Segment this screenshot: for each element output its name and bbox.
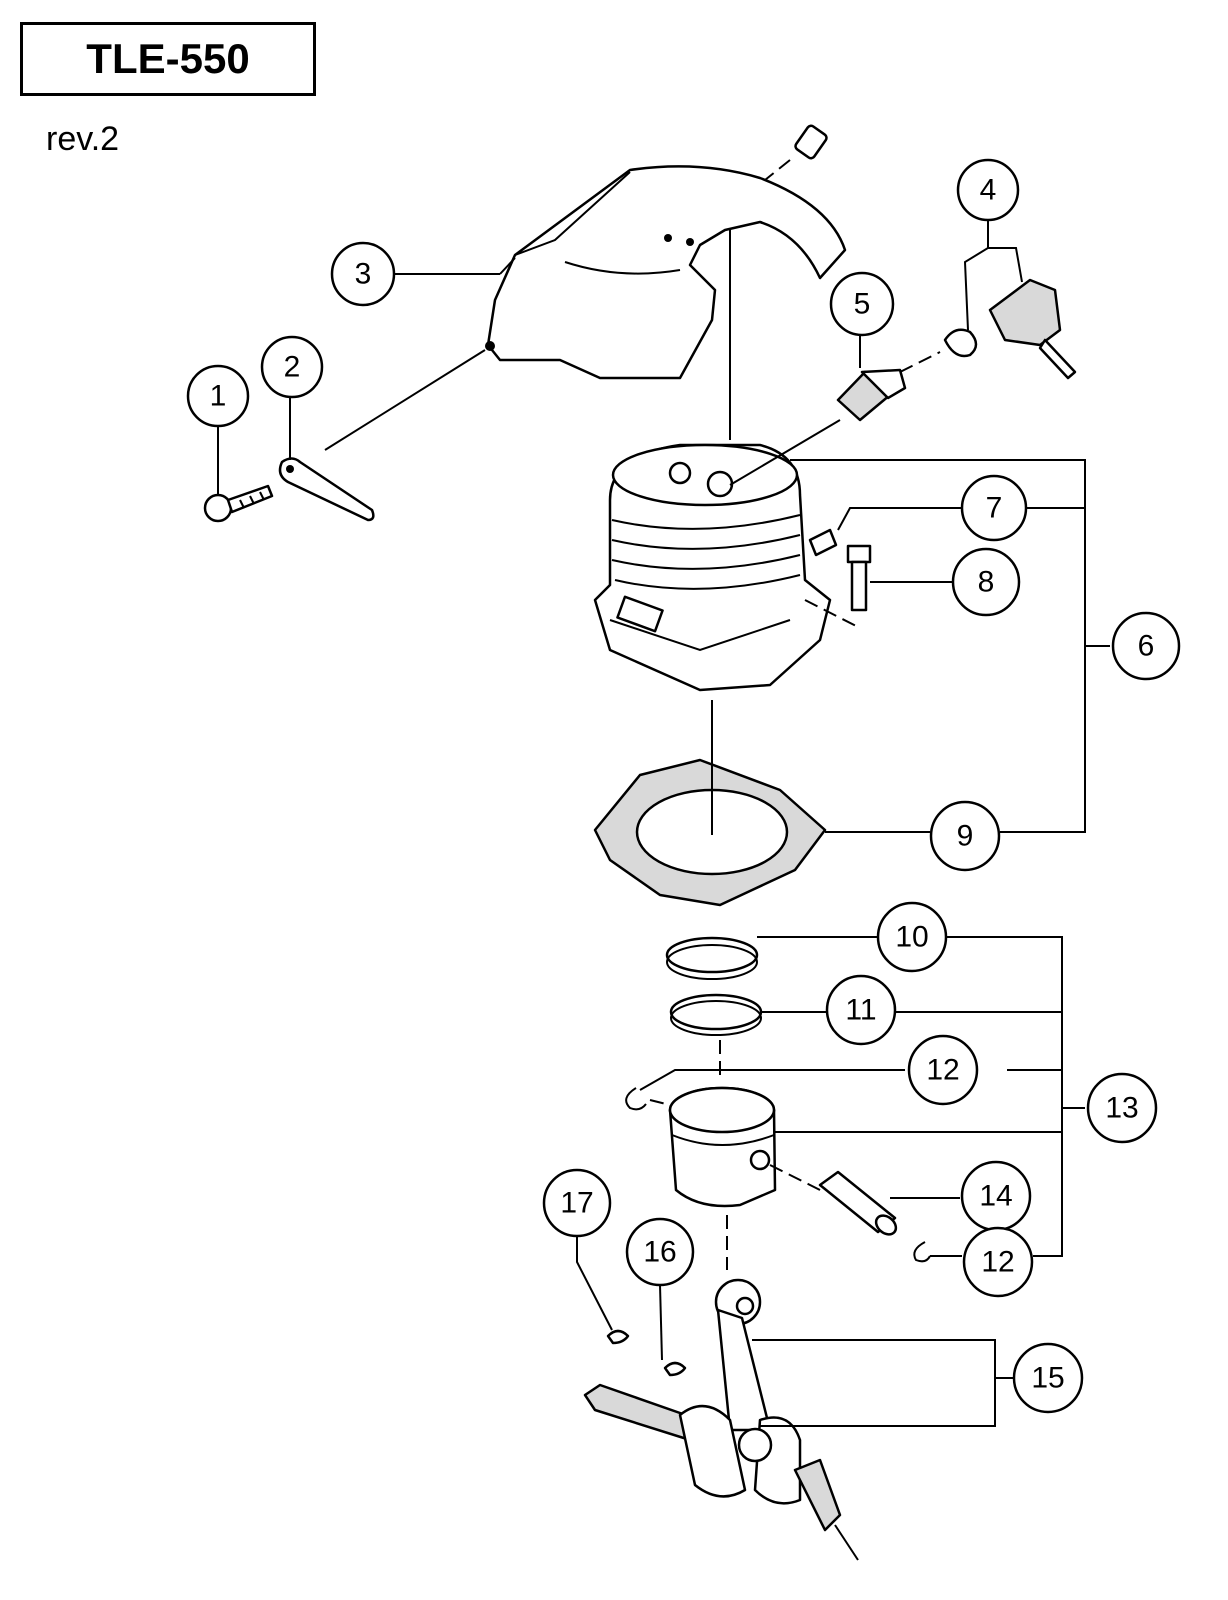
svg-text:15: 15 — [1031, 1362, 1064, 1395]
svg-text:12: 12 — [981, 1246, 1014, 1279]
callout-7: 7 — [960, 474, 1028, 542]
piston-pin-drawing — [818, 1170, 898, 1236]
cylinder-drawing — [593, 230, 838, 692]
model-title: TLE-550 — [86, 35, 250, 82]
key-17-drawing — [606, 1329, 630, 1345]
revision-label: rev.2 — [46, 120, 120, 158]
callout-1: 1 — [186, 364, 250, 428]
svg-text:13: 13 — [1105, 1092, 1138, 1125]
key-16-drawing — [663, 1361, 687, 1377]
svg-text:9: 9 — [957, 820, 974, 853]
svg-text:16: 16 — [643, 1236, 676, 1269]
svg-text:11: 11 — [845, 994, 876, 1027]
model-title-box: TLE-550 — [20, 22, 316, 96]
callout-2: 2 — [260, 335, 324, 399]
svg-text:10: 10 — [895, 921, 928, 954]
bracket-drawing — [278, 349, 486, 522]
callout-6: 6 — [1111, 611, 1181, 681]
cylinder-cover-drawing — [485, 165, 847, 380]
svg-text:5: 5 — [854, 288, 871, 321]
svg-text:4: 4 — [980, 174, 997, 207]
svg-text:14: 14 — [979, 1180, 1012, 1213]
spark-plug-drawing — [729, 351, 941, 486]
gasket-drawing — [593, 700, 827, 907]
svg-text:12: 12 — [926, 1054, 959, 1087]
leader-lines — [217, 220, 1110, 1427]
svg-text:6: 6 — [1138, 630, 1155, 663]
callout-3: 3 — [330, 241, 396, 307]
callout-17: 17 — [542, 1168, 612, 1238]
piston-rings-drawing — [665, 936, 763, 1080]
svg-text:7: 7 — [986, 492, 1003, 525]
callout-16: 16 — [625, 1217, 695, 1287]
callout-12a: 12 — [907, 1034, 979, 1106]
callout-9: 9 — [929, 800, 1001, 872]
svg-text:2: 2 — [284, 351, 301, 384]
callout-15: 15 — [1012, 1342, 1084, 1414]
callout-8: 8 — [951, 547, 1021, 617]
callout-12b: 12 — [962, 1226, 1034, 1298]
svg-text:17: 17 — [560, 1187, 593, 1220]
callout-13: 13 — [1086, 1072, 1158, 1144]
svg-text:3: 3 — [355, 258, 372, 291]
callout-14: 14 — [960, 1160, 1032, 1232]
callout-11: 11 — [825, 974, 897, 1046]
callout-4: 4 — [956, 158, 1020, 222]
bolt-drawing — [203, 484, 274, 523]
svg-text:1: 1 — [210, 380, 227, 413]
piston-drawing — [668, 1086, 821, 1208]
fitting-drawing — [804, 544, 872, 629]
callout-5: 5 — [829, 271, 895, 337]
svg-text:8: 8 — [978, 566, 995, 599]
clip-lower-drawing — [913, 1241, 931, 1263]
callout-10: 10 — [876, 901, 948, 973]
plug-cap-drawing — [943, 278, 1077, 380]
crankshaft-drawing — [583, 1215, 859, 1561]
